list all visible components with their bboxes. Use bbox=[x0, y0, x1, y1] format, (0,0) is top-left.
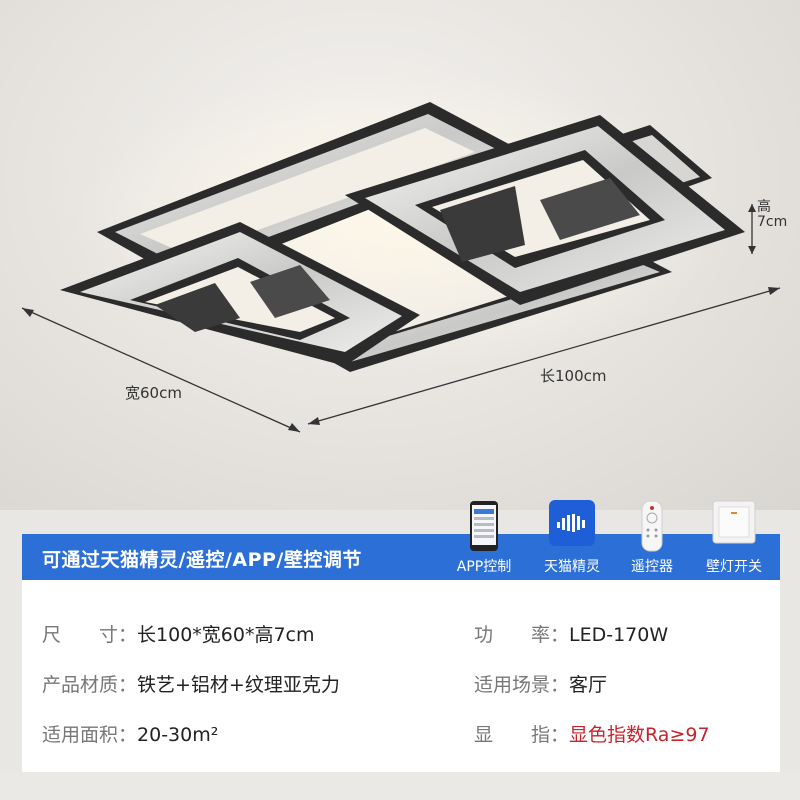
spec-cri: 显 指：显色指数Ra≥97 bbox=[474, 720, 710, 747]
control-label: 遥控器 bbox=[631, 559, 673, 575]
control-label: APP控制 bbox=[456, 559, 512, 575]
length-dimension-label: 长100cm bbox=[540, 367, 607, 385]
spec-label: 适用面积： bbox=[42, 724, 138, 746]
spec-area: 适用面积：20-30m² bbox=[42, 720, 218, 747]
control-label: 壁灯开关 bbox=[706, 559, 762, 575]
right-square-frame bbox=[345, 115, 745, 305]
left-square-frame bbox=[60, 222, 420, 366]
spec-value: 客厅 bbox=[569, 674, 608, 696]
spec-value: 铁艺+铝材+纹理亚克力 bbox=[137, 674, 340, 696]
spec-value: 显色指数Ra≥97 bbox=[569, 724, 710, 746]
wall-switch-icon bbox=[712, 500, 756, 544]
control-remote: 遥控器 bbox=[616, 500, 688, 580]
spec-table: 尺 寸：长100*宽60*高7cm 功 率：LED-170W 产品材质：铁艺+铝… bbox=[22, 580, 780, 772]
dimension-lines bbox=[21, 204, 781, 433]
control-label: 天猫精灵 bbox=[544, 559, 600, 575]
spec-label: 产品材质： bbox=[42, 674, 138, 696]
width-dimension-label: 宽60cm bbox=[125, 384, 182, 402]
spec-label: 显 指： bbox=[474, 724, 570, 746]
spec-label: 功 率： bbox=[474, 624, 570, 646]
spec-label: 适用场景： bbox=[474, 674, 570, 696]
spec-size: 尺 寸：长100*宽60*高7cm bbox=[42, 620, 315, 647]
control-wall-switch: 壁灯开关 bbox=[698, 500, 770, 580]
spec-value: 长100*宽60*高7cm bbox=[137, 624, 315, 646]
spec-material: 产品材质：铁艺+铝材+纹理亚克力 bbox=[42, 670, 340, 697]
smart-speaker-icon bbox=[549, 500, 595, 546]
spec-value: 20-30m² bbox=[137, 724, 219, 746]
bottom-frame bbox=[320, 255, 672, 372]
spec-scene: 适用场景：客厅 bbox=[474, 670, 607, 697]
bottom-strip bbox=[0, 772, 800, 800]
control-tmall: 天猫精灵 bbox=[536, 500, 608, 580]
phone-icon bbox=[470, 501, 498, 551]
height-dimension-label: 高7cm bbox=[757, 199, 788, 230]
spec-value: LED-170W bbox=[569, 624, 669, 646]
ceiling-lamp-illustration bbox=[21, 70, 781, 433]
dimension-arrows bbox=[22, 204, 780, 432]
product-photo: 高7cm 长100cm 宽60cm bbox=[0, 0, 800, 510]
remote-icon bbox=[641, 500, 663, 552]
control-app: APP控制 bbox=[448, 500, 520, 580]
spec-label: 尺 寸： bbox=[42, 624, 138, 646]
banner-title: 可通过天猫精灵/遥控/APP/壁控调节 bbox=[42, 549, 362, 571]
spec-power: 功 率：LED-170W bbox=[474, 620, 668, 647]
